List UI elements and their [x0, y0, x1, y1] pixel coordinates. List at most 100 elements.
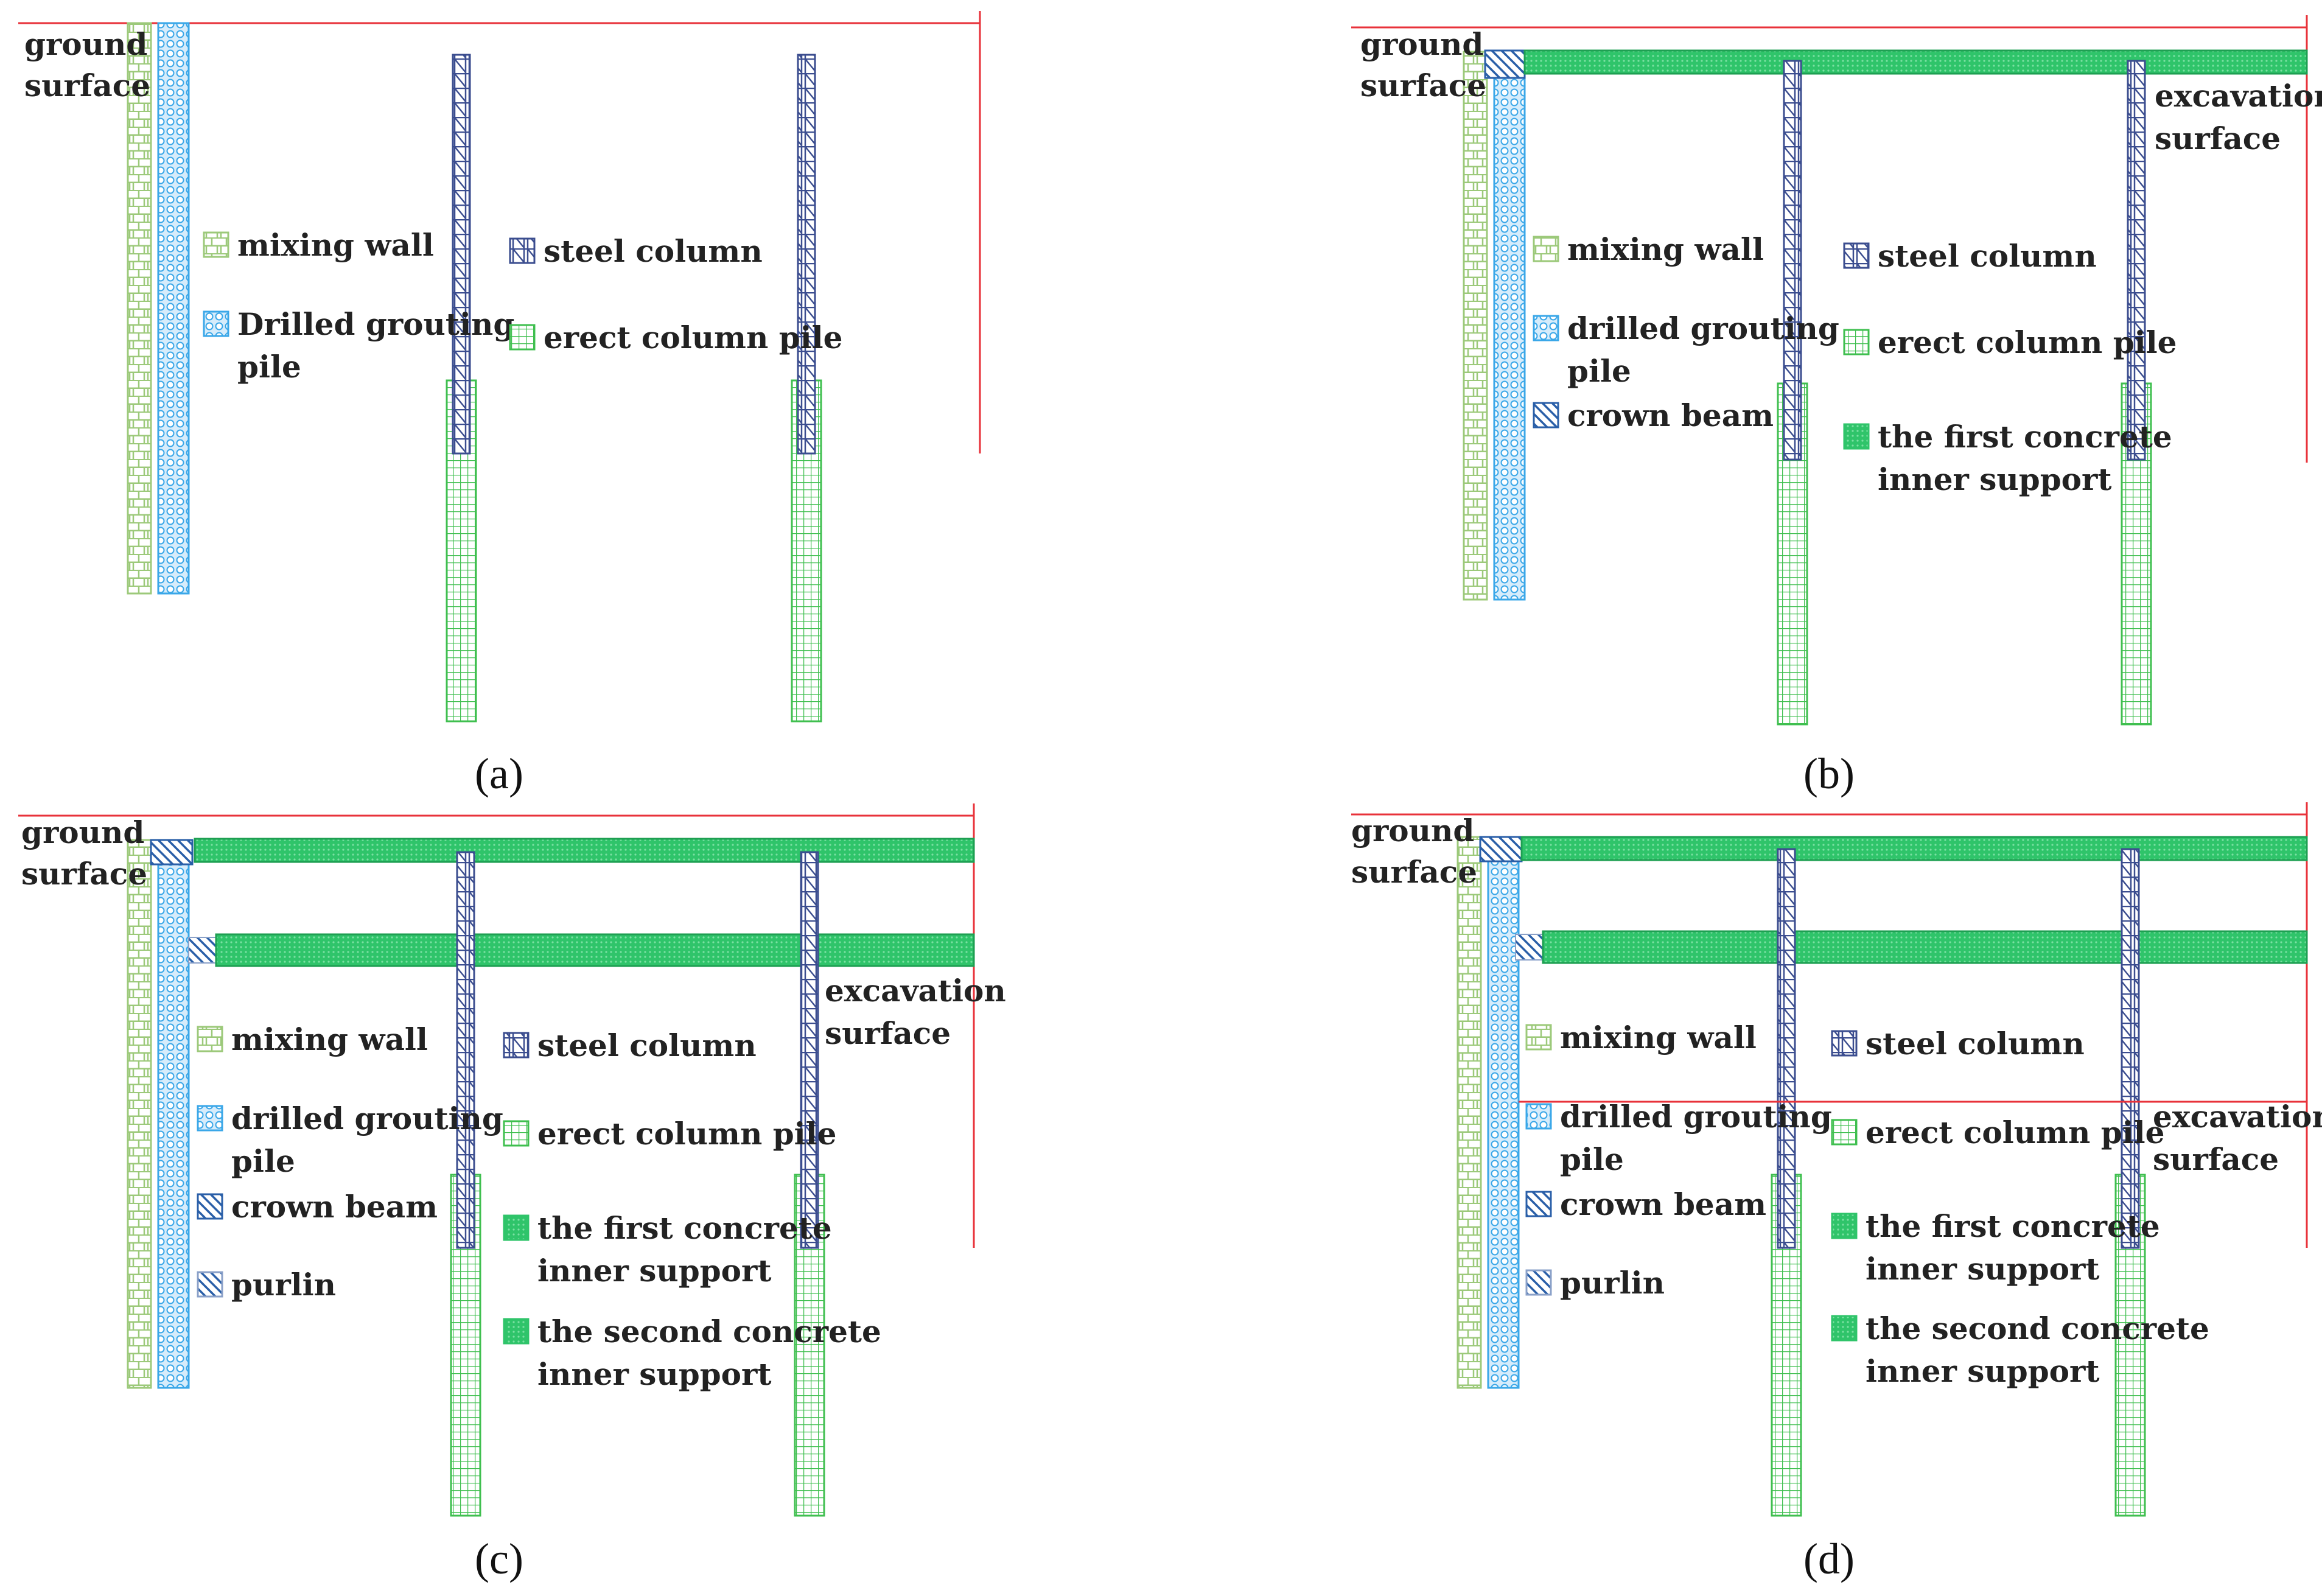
ground-surface-label: surface [21, 856, 147, 892]
mixing-wall [1456, 836, 1482, 1389]
legend-label: steel column [1878, 238, 2097, 274]
legend-label: steel column [1866, 1026, 2085, 1062]
panel-d: ground surface excavation surface mixing wal… [1351, 802, 2322, 1583]
first-concrete-inner-support [194, 838, 975, 863]
drilled-pile-swatch [1525, 1103, 1552, 1130]
steel-column-swatch [503, 1032, 530, 1059]
panel-caption: (c) [475, 1535, 523, 1583]
mixing-wall [1463, 51, 1488, 601]
panel-caption: (a) [475, 749, 523, 798]
first-concrete-inner-support [1523, 49, 2308, 75]
mixing-wall-swatch [203, 231, 229, 258]
drilled-grouting-pile [1487, 836, 1520, 1389]
excavation-surface-label: excavation [825, 973, 1006, 1009]
legend-label: the second concrete [537, 1314, 881, 1349]
steel-column [452, 54, 471, 455]
mixing-wall-swatch [1525, 1024, 1552, 1051]
legend-label: erect column pile [544, 320, 842, 355]
first-support-swatch [1831, 1213, 1858, 1239]
drilled-pile-swatch [203, 310, 229, 337]
steel-column-swatch [1831, 1030, 1858, 1057]
purlin [188, 937, 217, 964]
legend-label: pile [1560, 1141, 1624, 1177]
mixing-wall [127, 839, 152, 1389]
ground-surface-label: ground [24, 26, 147, 62]
panel-caption: (d) [1803, 1535, 1855, 1583]
first-support-swatch [1843, 423, 1870, 450]
steel-column [800, 851, 819, 1249]
ground-surface-label: surface [1351, 854, 1477, 890]
legend-label: mixing wall [231, 1021, 428, 1057]
legend-label: inner support [1878, 461, 2111, 497]
legend-label: the first concrete [1866, 1208, 2160, 1244]
second-concrete-inner-support [215, 933, 975, 967]
drilled-grouting-pile [157, 22, 190, 595]
legend-label: crown beam [231, 1189, 438, 1225]
legend-label: pile [1567, 353, 1631, 389]
legend-label: crown beam [1560, 1186, 1766, 1222]
ground-surface-label: ground [21, 814, 144, 850]
ground-surface-label: ground [1360, 26, 1483, 62]
first-concrete-inner-support [1520, 836, 2308, 861]
legend-label: purlin [231, 1267, 336, 1303]
legend-label: mixing wall [1567, 231, 1764, 267]
legend-label: erect column pile [1878, 324, 2177, 360]
legend-label: mixing wall [1560, 1020, 1757, 1055]
second-support-swatch [1831, 1315, 1858, 1342]
drilled-grouting-pile [1493, 51, 1526, 601]
mixing-wall [127, 22, 152, 595]
legend-label: inner support [537, 1253, 771, 1289]
erect-pile-swatch [503, 1120, 530, 1147]
ground-surface-label: surface [24, 68, 150, 103]
crown-beam [1479, 836, 1523, 863]
steel-column [2127, 60, 2146, 461]
excavation-surface-label: surface [825, 1015, 951, 1051]
legend-label: drilled grouting [1560, 1099, 1832, 1135]
panel-b: ground surface excavation surface mixing wal… [1351, 15, 2322, 798]
ground-surface-label: surface [1360, 68, 1486, 103]
second-support-swatch [503, 1318, 530, 1345]
legend-label: steel column [537, 1027, 757, 1063]
steel-column [1777, 848, 1796, 1249]
legend-label: pile [237, 349, 301, 385]
erect-pile-swatch [1831, 1119, 1858, 1146]
ground-surface-label: ground [1351, 813, 1474, 849]
crown-beam [150, 839, 194, 866]
steel-column [456, 851, 475, 1249]
legend-label: crown beam [1567, 397, 1774, 433]
legend-label: drilled grouting [231, 1101, 503, 1136]
crown-beam-swatch [197, 1193, 223, 1220]
legend-label: mixing wall [237, 227, 434, 263]
legend-label: erect column pile [1866, 1115, 2164, 1150]
mixing-wall-swatch [1533, 236, 1559, 262]
excavation-surface-label: surface [2155, 121, 2281, 156]
legend-label: purlin [1560, 1265, 1665, 1301]
steel-column-swatch [509, 237, 536, 264]
excavation-surface-label: excavation [2155, 78, 2322, 114]
purlin-swatch [197, 1271, 223, 1298]
crown-beam-swatch [1525, 1191, 1552, 1217]
drilled-grouting-pile [157, 839, 190, 1389]
erect-pile-swatch [509, 324, 536, 351]
excavation-surface-label: excavation [2153, 1099, 2322, 1135]
legend-label: inner support [1866, 1353, 2099, 1389]
second-concrete-inner-support [1542, 930, 2308, 964]
legend-label: drilled grouting [1567, 310, 1839, 346]
legend-label: the second concrete [1866, 1311, 2209, 1346]
first-support-swatch [503, 1214, 530, 1241]
drilled-pile-swatch [197, 1105, 223, 1132]
crown-beam [1484, 49, 1526, 79]
legend-label: inner support [537, 1356, 771, 1392]
legend-label: erect column pile [537, 1116, 836, 1152]
excavation-surface-label: surface [2153, 1141, 2279, 1177]
legend-label: inner support [1866, 1251, 2099, 1287]
erect-pile-swatch [1843, 329, 1870, 355]
legend-label: steel column [544, 233, 763, 269]
steel-column [797, 54, 816, 455]
legend-label: Drilled grouting [237, 306, 514, 342]
legend-label: the first concrete [1878, 419, 2172, 455]
drilled-pile-swatch [1533, 315, 1559, 341]
legend-label: the first concrete [537, 1210, 832, 1246]
